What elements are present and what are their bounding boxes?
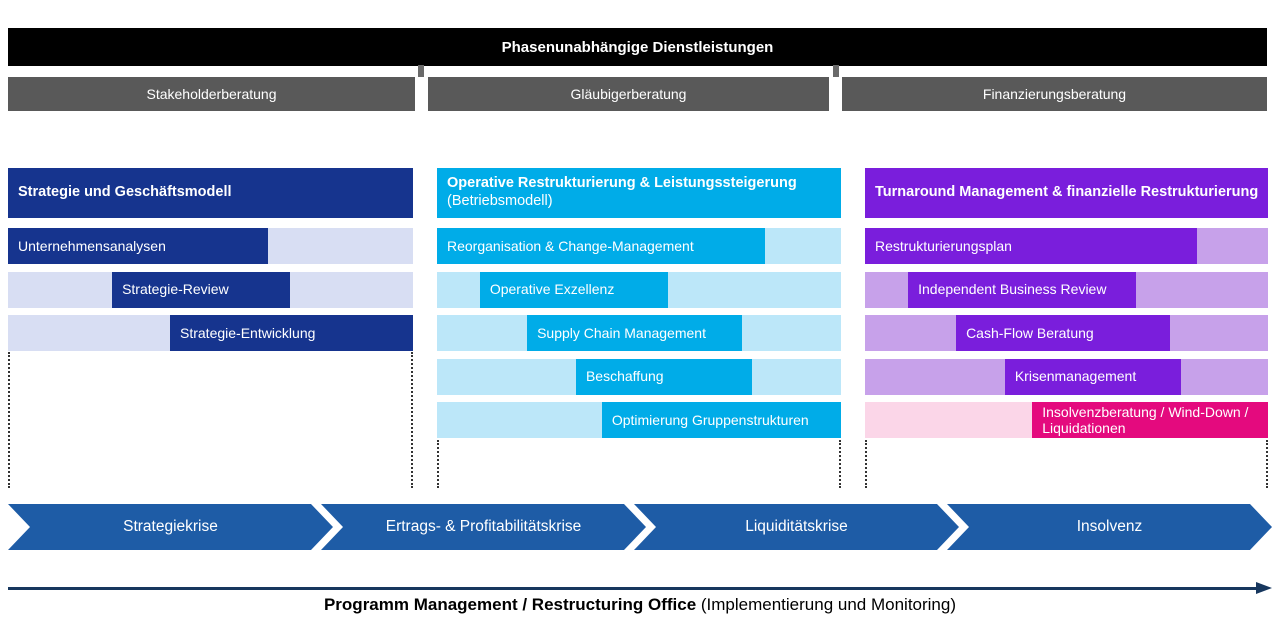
column-header: Operative Restrukturierung & Leistungsst… [437, 168, 841, 218]
phase-row-segment: Operative Exzellenz [479, 271, 669, 308]
crisis-phase-arrow: Ertrags- & Profitabilitätskrise [321, 504, 646, 550]
phase-row: Beschaffung [437, 358, 841, 395]
program-management-caption: Programm Management / Restructuring Offi… [0, 595, 1280, 615]
column-header: Strategie und Geschäftsmodell [8, 168, 413, 218]
program-management-caption-regular: (Implementierung und Monitoring) [696, 595, 957, 614]
service-bar: Stakeholderberatung [8, 77, 415, 111]
service-bar: Finanzierungsberatung [842, 77, 1267, 111]
phase-row-segment: Restrukturierungsplan [865, 228, 1198, 264]
column-header: Turnaround Management & finanzielle Rest… [865, 168, 1268, 218]
column-subtitle: (Betriebsmodell) [447, 193, 553, 209]
program-management-caption-bold: Programm Management / Restructuring Offi… [323, 595, 697, 614]
phase-row: Independent Business Review [865, 271, 1268, 308]
phase-row: Supply Chain Management [437, 315, 841, 351]
phase-row-segment: Unternehmensanalysen [8, 228, 268, 264]
phase-row-segment: Strategie-Entwicklung [170, 315, 413, 351]
phase-row: Optimierung Gruppenstrukturen [437, 402, 841, 438]
phase-row: Insolvenzberatung / Wind-Down / Liquidat… [865, 402, 1268, 438]
column-title: Strategie und Geschäftsmodell [18, 184, 232, 201]
phase-row-segment: Insolvenzberatung / Wind-Down / Liquidat… [1032, 402, 1268, 438]
column-extent-dotted-lines [865, 440, 1268, 488]
phase-row-segment: Reorganisation & Change-Management [437, 228, 766, 264]
phase-row: Unternehmensanalysen [8, 228, 413, 264]
banner-connector-tab [833, 65, 839, 77]
service-bar: Gläubigerberatung [428, 77, 829, 111]
phase-row: Restrukturierungsplan [865, 228, 1268, 264]
column-title: Operative Restrukturierung & Leistungsst… [447, 175, 797, 192]
phase-row-segment: Beschaffung [575, 358, 753, 395]
phase-row-segment: Cash-Flow Beratung [956, 315, 1171, 351]
phase-row: Operative Exzellenz [437, 271, 841, 308]
crisis-phase-arrow: Liquiditätskrise [634, 504, 959, 550]
column-extent-dotted-lines [8, 352, 413, 488]
timeline-arrow-line [8, 587, 1260, 590]
banner-connector-tab [418, 65, 424, 77]
phase-row: Krisenmanagement [865, 358, 1268, 395]
phase-independent-services-banner: Phasenunabhängige Dienstleistungen [8, 28, 1267, 66]
crisis-phase-arrow: Insolvenz [947, 504, 1272, 550]
phase-row-segment: Independent Business Review [908, 271, 1136, 308]
phase-row-segment: Strategie-Review [112, 271, 290, 308]
phase-row: Strategie-Entwicklung [8, 315, 413, 351]
phase-row: Strategie-Review [8, 271, 413, 308]
column-title: Turnaround Management & finanzielle Rest… [875, 184, 1259, 201]
column-extent-dotted-lines [437, 440, 841, 488]
phase-row-segment: Supply Chain Management [527, 315, 742, 351]
crisis-phase-arrow: Strategiekrise [8, 504, 333, 550]
phase-row-segment: Krisenmanagement [1004, 358, 1181, 395]
phase-row: Reorganisation & Change-Management [437, 228, 841, 264]
phase-row: Cash-Flow Beratung [865, 315, 1268, 351]
phase-row-segment: Optimierung Gruppenstrukturen [601, 402, 841, 438]
timeline-arrowhead-icon [1256, 582, 1272, 594]
